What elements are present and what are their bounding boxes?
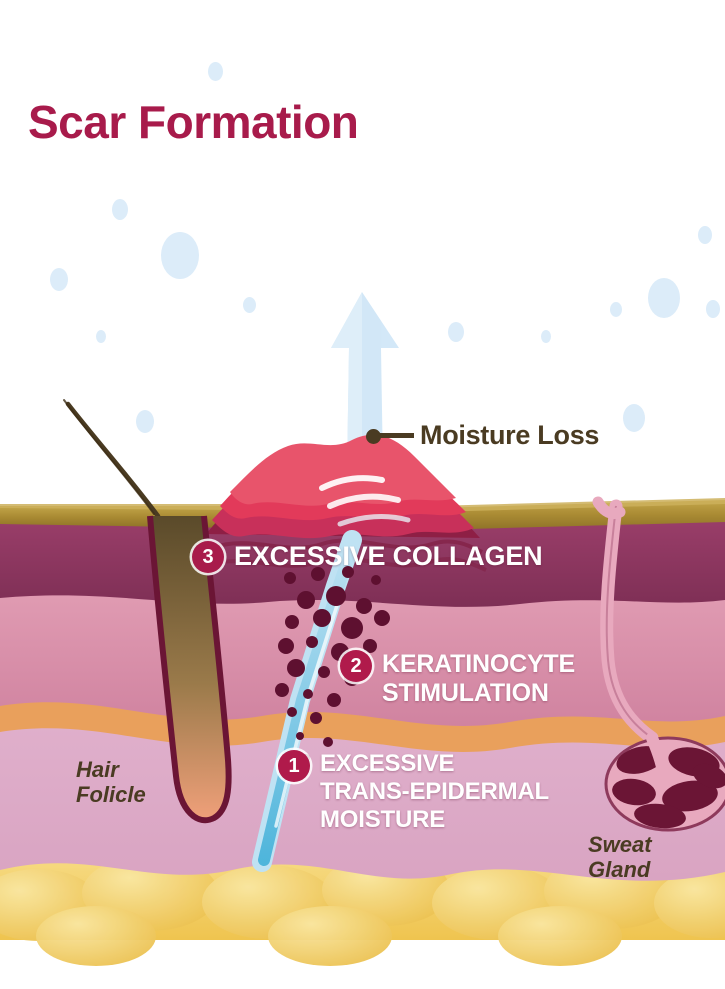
moisture-bubble xyxy=(541,330,551,343)
keratinocyte-dots xyxy=(275,566,390,762)
step-2-line-1: KERATINOCYTE xyxy=(382,650,575,678)
moisture-bubble xyxy=(208,62,223,81)
step-3-label: EXCESSIVE COLLAGEN xyxy=(234,540,543,572)
moisture-bubble xyxy=(698,226,712,244)
step-1-label: EXCESSIVE TRANS-EPIDERMAL MOISTURE xyxy=(320,750,549,834)
sweat-gland-label-line-2: Gland xyxy=(588,857,651,882)
air-space xyxy=(50,62,720,433)
hair-shaft xyxy=(65,401,161,519)
moisture-loss-arrow xyxy=(331,292,399,470)
moisture-bubble xyxy=(136,410,154,433)
moisture-bubble xyxy=(96,330,106,343)
moisture-loss-label: Moisture Loss xyxy=(420,420,600,450)
moisture-bubble xyxy=(112,199,128,220)
sweat-gland-label: Sweat Gland xyxy=(588,832,652,882)
moisture-bubble xyxy=(243,297,256,313)
step-1-excessive-trans-epidermal-moisture: 1 EXCESSIVE TRANS-EPIDERMAL MOISTURE xyxy=(278,750,549,834)
step-1-line-3: MOISTURE xyxy=(320,806,446,833)
moisture-bubble xyxy=(610,302,622,317)
step-2-label: KERATINOCYTE STIMULATION xyxy=(382,650,575,708)
step-3-excessive-collagen: 3 EXCESSIVE COLLAGEN xyxy=(192,540,543,573)
moisture-loss-leader-dot xyxy=(366,429,381,444)
moisture-bubble xyxy=(623,404,645,432)
moisture-bubble xyxy=(161,232,199,279)
moisture-bubble xyxy=(648,278,680,318)
step-3-line-1: EXCESSIVE COLLAGEN xyxy=(234,541,543,571)
step-2-line-2: STIMULATION xyxy=(382,679,549,707)
moisture-loss-leader-line xyxy=(378,433,414,438)
moisture-bubble xyxy=(448,322,464,342)
hair-follicle-label-line-1: Hair xyxy=(76,757,119,782)
moisture-bubble xyxy=(50,268,68,291)
step-1-line-2: TRANS-EPIDERMAL xyxy=(320,778,549,805)
step-1-line-1: EXCESSIVE xyxy=(320,750,455,777)
moisture-bubble xyxy=(706,300,720,318)
step-2-badge: 2 xyxy=(340,650,372,682)
step-3-badge: 3 xyxy=(192,541,224,573)
sweat-gland-label-line-1: Sweat xyxy=(588,832,652,857)
sweat-gland xyxy=(592,496,725,832)
step-2-keratinocyte-stimulation: 2 KERATINOCYTE STIMULATION xyxy=(340,650,575,708)
page-title: Scar Formation xyxy=(28,96,359,148)
hair-follicle-label-line-2: Folicle xyxy=(76,782,146,807)
hair-follicle xyxy=(147,515,232,824)
hair-follicle-label: Hair Folicle xyxy=(76,757,146,807)
step-1-badge: 1 xyxy=(278,750,310,782)
raised-scar xyxy=(205,434,487,572)
